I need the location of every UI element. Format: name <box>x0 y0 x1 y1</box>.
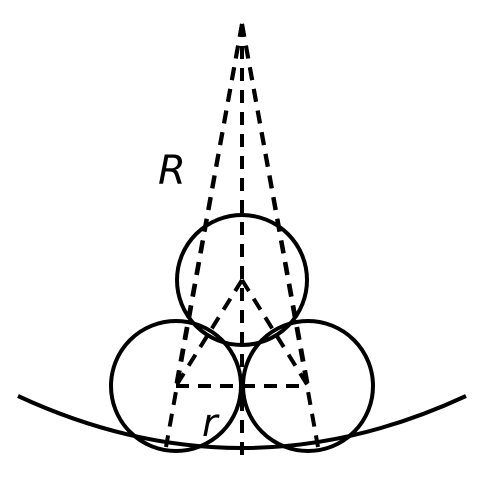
small-radius-label: r <box>202 401 220 445</box>
apex-to-right-center-line <box>240 23 310 387</box>
big-radius-label: R <box>158 148 186 194</box>
apex-to-left-center-line <box>174 23 244 387</box>
right-small-circle <box>241 319 375 453</box>
